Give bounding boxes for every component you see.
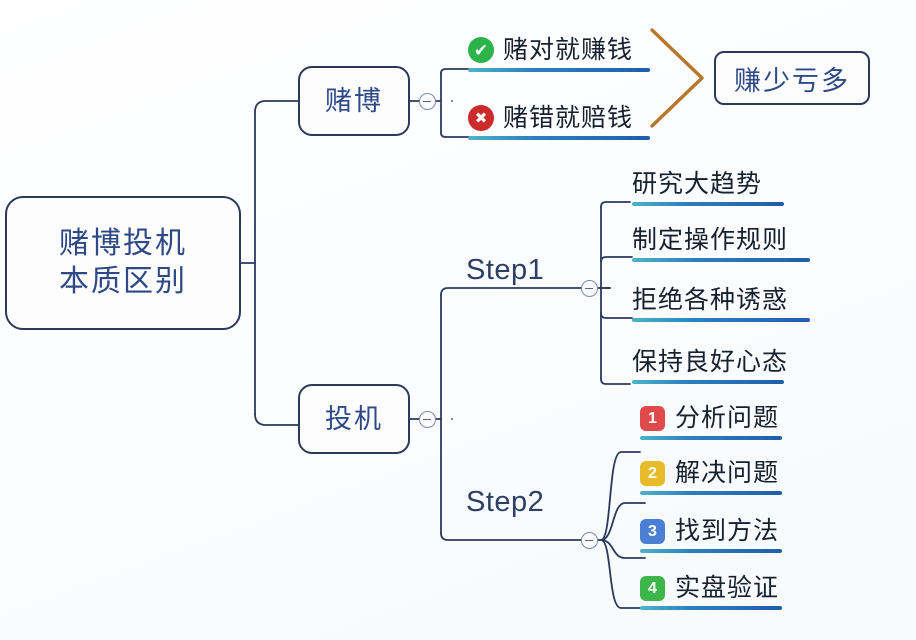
branch-node-speculate[interactable]: 投机 xyxy=(298,384,410,454)
leaf-underline xyxy=(632,380,784,384)
leaf-step1-1-label: 研究大趋势 xyxy=(632,170,763,198)
step1-label[interactable]: Step1 xyxy=(466,254,545,286)
root-node-label: 赌博投机 本质区别 xyxy=(59,226,187,298)
branch-node-speculate-label: 投机 xyxy=(325,403,383,434)
leaf-gamble-lose-label: 赌错就赔钱 xyxy=(503,103,634,132)
callout-box[interactable]: 赚少亏多 xyxy=(714,51,870,105)
leaf-underline xyxy=(640,436,782,440)
collapse-toggle-gamble[interactable] xyxy=(419,93,436,110)
leaf-underline xyxy=(632,202,784,206)
leaf-step2-1[interactable]: 1 分析问题 xyxy=(640,406,782,440)
leaf-step1-3-label: 拒绝各种诱惑 xyxy=(632,286,789,314)
leaf-step2-2[interactable]: 2 解决问题 xyxy=(640,461,782,495)
branch-node-gamble-label: 赌博 xyxy=(325,85,383,116)
collapse-toggle-speculate[interactable] xyxy=(419,411,436,428)
leaf-step1-4-label: 保持良好心态 xyxy=(632,348,789,376)
leaf-step1-4[interactable]: 保持良好心态 xyxy=(632,350,788,384)
leaf-underline xyxy=(468,135,650,140)
leaf-step1-2[interactable]: 制定操作规则 xyxy=(632,228,810,262)
number-badge-2: 2 xyxy=(640,461,665,486)
leaf-step2-1-label: 分析问题 xyxy=(675,404,780,432)
callout-box-label: 赚少亏多 xyxy=(734,65,850,96)
leaf-underline xyxy=(468,67,650,72)
leaf-underline xyxy=(632,258,810,262)
chevron-right-icon xyxy=(650,28,704,128)
leaf-step2-2-label: 解决问题 xyxy=(675,459,780,487)
number-badge-3: 3 xyxy=(640,519,665,544)
leaf-underline xyxy=(640,549,782,553)
number-badge-4: 4 xyxy=(640,576,665,601)
leaf-step2-3[interactable]: 3 找到方法 xyxy=(640,519,782,553)
leaf-step1-1[interactable]: 研究大趋势 xyxy=(632,172,784,206)
leaf-step1-2-label: 制定操作规则 xyxy=(632,226,789,254)
root-node[interactable]: 赌博投机 本质区别 xyxy=(5,196,241,330)
leaf-step2-4-label: 实盘验证 xyxy=(675,574,780,602)
cross-circle-icon: ✖ xyxy=(468,105,494,131)
leaf-underline xyxy=(632,318,810,322)
collapse-toggle-step2[interactable] xyxy=(581,532,598,549)
check-circle-icon: ✔ xyxy=(468,37,494,63)
branch-node-gamble[interactable]: 赌博 xyxy=(298,66,410,136)
leaf-gamble-win[interactable]: ✔ 赌对就赚钱 xyxy=(468,37,650,72)
leaf-gamble-lose[interactable]: ✖ 赌错就赔钱 xyxy=(468,105,650,140)
leaf-step2-4[interactable]: 4 实盘验证 xyxy=(640,576,782,610)
leaf-step1-3[interactable]: 拒绝各种诱惑 xyxy=(632,288,810,322)
leaf-gamble-win-label: 赌对就赚钱 xyxy=(503,35,634,64)
leaf-step2-3-label: 找到方法 xyxy=(675,517,780,545)
collapse-toggle-step1[interactable] xyxy=(581,280,598,297)
leaf-underline xyxy=(640,491,782,495)
step2-label[interactable]: Step2 xyxy=(466,486,545,518)
number-badge-1: 1 xyxy=(640,406,665,431)
leaf-underline xyxy=(640,606,782,610)
